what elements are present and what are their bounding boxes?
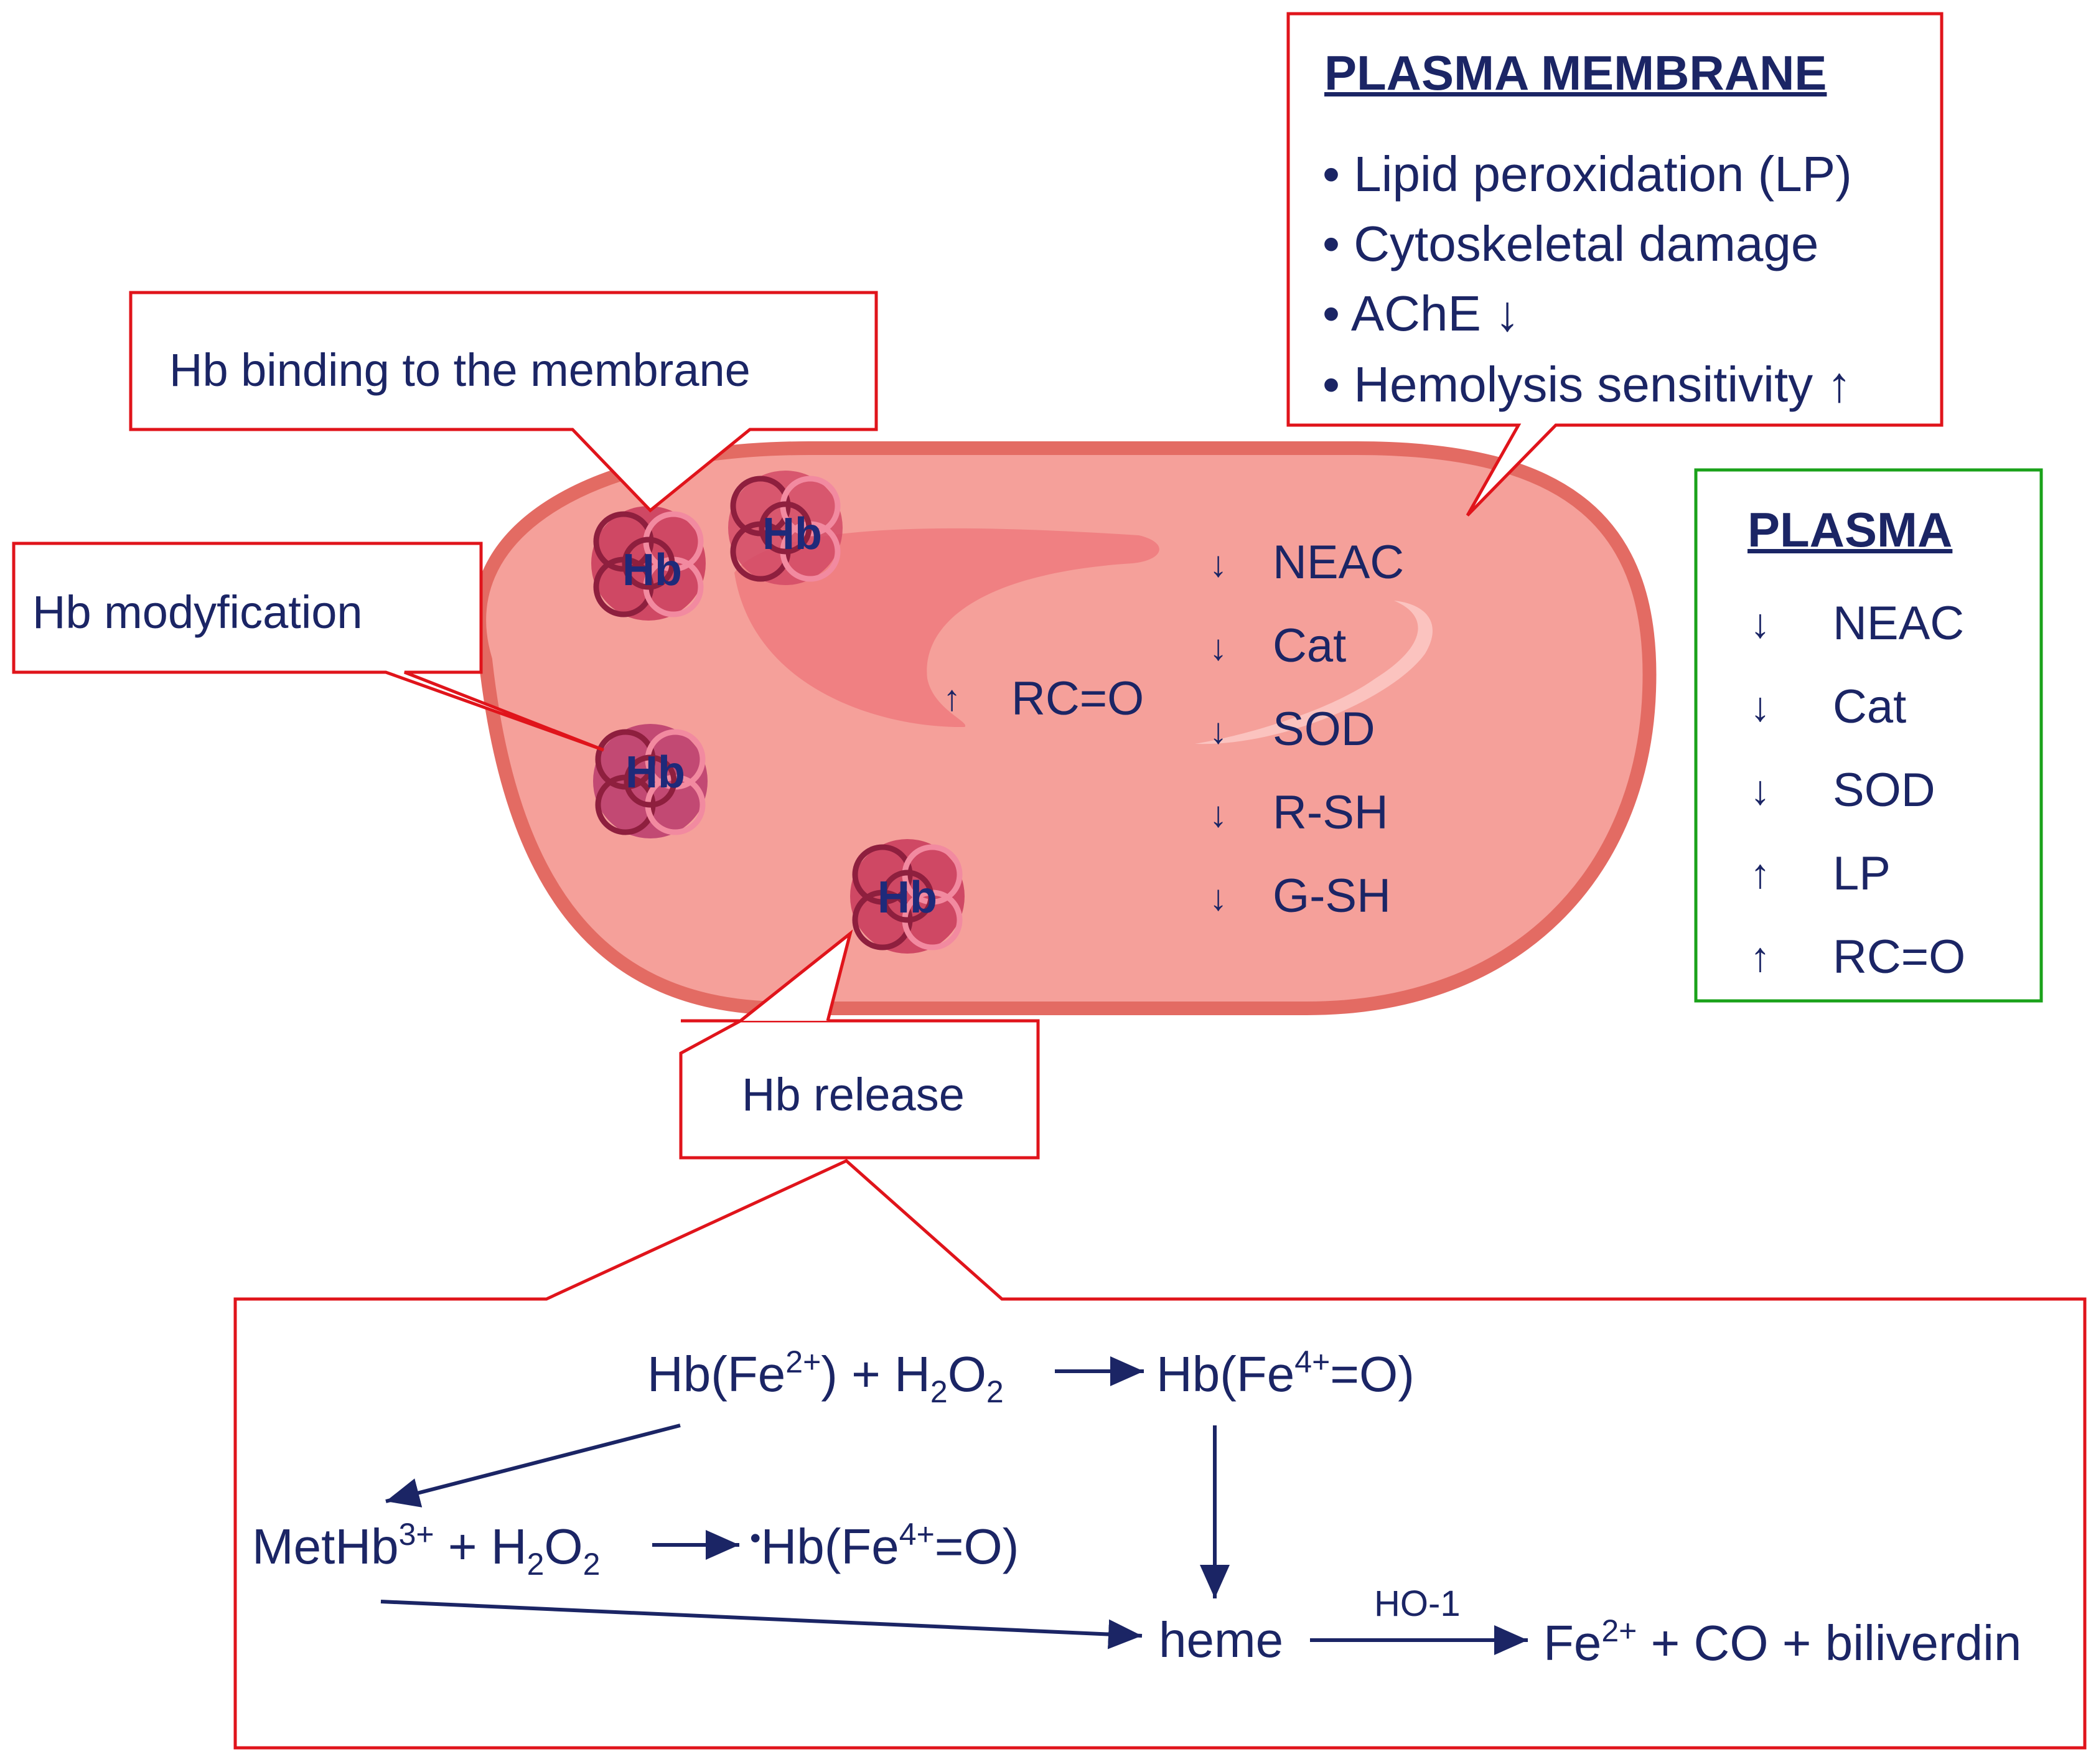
plasma-arrow: ↓: [1750, 600, 1771, 646]
reaction-2-product: •Hb(Fe4+=O): [750, 1517, 1019, 1574]
hemoglobin-molecules: [591, 471, 965, 954]
plasma-arrow: ↑: [1750, 850, 1771, 896]
hemoglobin-icon: [728, 471, 843, 585]
hb-label: Hb: [625, 748, 685, 797]
arrow-hb-to-methb: [385, 1424, 681, 1508]
hb-label: Hb: [877, 873, 937, 922]
membrane-title: PLASMA MEMBRANE: [1324, 45, 1827, 100]
membrane-item: • AChE ↓: [1322, 286, 1520, 341]
cell-rc-arrow: ↑: [943, 678, 961, 718]
membrane-item: • Hemolysis sensitivity ↑: [1322, 357, 1852, 412]
callout-binding-label: Hb binding to the membrane: [169, 344, 751, 396]
plasma-label: Cat: [1833, 680, 1907, 733]
cell-rc-label: RC=O: [1011, 672, 1144, 725]
cell-marker-label: NEAC: [1273, 536, 1405, 589]
hb-label: Hb: [762, 509, 822, 559]
enzyme-label: HO-1: [1374, 1583, 1461, 1624]
callout-binding-box: [129, 291, 878, 513]
cell-marker-arrow: ↓: [1209, 878, 1227, 918]
plasma-title: PLASMA: [1747, 502, 1953, 557]
cell-marker-label: SOD: [1273, 703, 1375, 756]
callout-modification-label: Hb modyfication: [32, 586, 363, 638]
cell-marker-label: R-SH: [1273, 786, 1388, 839]
heme-label: heme: [1159, 1612, 1284, 1668]
callout-release-label: Hb release: [742, 1069, 965, 1120]
plasma-arrow: ↓: [1750, 683, 1771, 730]
reaction-1-reactants: Hb(Fe2+) + H2O2: [647, 1344, 1004, 1409]
callout-release-pointer: [739, 929, 853, 1022]
reaction-arrows: [380, 1356, 1528, 1655]
callout-modification-box: [12, 542, 604, 752]
membrane-item: • Cytoskeletal damage: [1322, 216, 1819, 271]
plasma-label: SOD: [1833, 764, 1935, 817]
plasma-label: LP: [1833, 847, 1891, 900]
cell-marker-arrow: ↓: [1209, 794, 1227, 835]
plasma-label: RC=O: [1833, 931, 1966, 983]
membrane-item: • Lipid peroxidation (LP): [1322, 146, 1852, 202]
reaction-1-product: Hb(Fe4+=O): [1156, 1344, 1415, 1402]
cell-marker-arrow: ↓: [1209, 627, 1227, 668]
plasma-box: [1694, 468, 2043, 1003]
degradation-products: Fe2+ + CO + biliverdin: [1543, 1613, 2022, 1671]
hb-label: Hb: [622, 545, 682, 595]
arrow-methb-to-heme: [380, 1600, 1143, 1649]
plasma-arrow: ↓: [1750, 767, 1771, 813]
cell-marker-arrow: ↓: [1209, 711, 1227, 751]
cell-marker-label: G-SH: [1273, 870, 1391, 922]
hemoglobin-icon: [591, 506, 706, 621]
cell-highlight: [1195, 601, 1433, 744]
hemoglobin-icon: [593, 724, 708, 838]
plasma-label: NEAC: [1833, 597, 1965, 650]
reaction-2-reactants: MetHb3+ + H2O2: [252, 1517, 601, 1582]
callout-membrane-box: [1286, 12, 1944, 517]
plasma-arrow: ↑: [1750, 934, 1771, 980]
reaction-box: [233, 1159, 2087, 1750]
cell-marker-label: Cat: [1273, 619, 1347, 672]
cell-marker-arrow: ↓: [1209, 544, 1227, 584]
cell-center-shade: [734, 528, 1159, 728]
hemoglobin-icon: [850, 839, 965, 954]
